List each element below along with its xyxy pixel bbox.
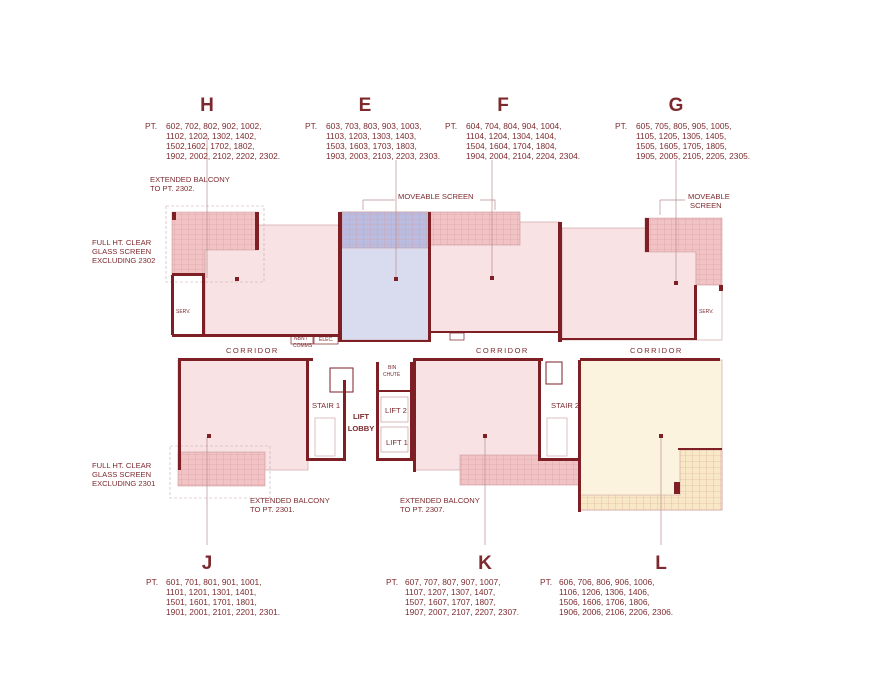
- annotation-text: GLASS SCREEN: [92, 247, 151, 256]
- annotation-text: TO PT. 2307.: [400, 505, 445, 514]
- pt-label: PT.: [615, 121, 627, 131]
- pt-line: 1506, 1606, 1706, 1806,: [559, 597, 650, 607]
- annotation-text: EXTENDED BALCONY: [400, 496, 480, 505]
- pt-line: 1103, 1203, 1303, 1403,: [326, 131, 416, 141]
- stair-2-label: STAIR 2: [551, 401, 579, 410]
- corridor-label: CORRIDOR: [476, 346, 529, 355]
- pt-label: PT.: [540, 577, 552, 587]
- annotation-text: EXCLUDING 2302: [92, 256, 155, 265]
- unit-label-h: H PT. 602, 702, 802, 902, 1002, 1102, 12…: [145, 95, 280, 161]
- elec-label: ELEC.: [319, 337, 333, 343]
- unit-j: [169, 359, 309, 499]
- stair-1-label: STAIR 1: [312, 401, 340, 410]
- pt-line: 606, 706, 806, 906, 1006,: [559, 577, 654, 587]
- pt-line: 1904, 2004, 2104, 2204, 2304.: [466, 151, 580, 161]
- pt-line: 1504, 1604, 1704, 1804,: [466, 141, 557, 151]
- unit-e: [340, 211, 431, 341]
- unit-f: [429, 211, 561, 333]
- unit-letter: G: [669, 95, 684, 116]
- unit-l: [579, 359, 723, 511]
- annotation-text: FULL HT. CLEAR: [92, 461, 152, 470]
- leader-lines: [206, 135, 685, 545]
- pt-line: 1502,1602, 1702, 1802,: [166, 141, 255, 151]
- pt-label: PT.: [386, 577, 398, 587]
- corridor-label: CORRIDOR: [630, 346, 683, 355]
- unit-h: [165, 205, 342, 336]
- pt-line: 1101, 1201, 1301, 1401,: [166, 587, 256, 597]
- annotation-text: MOVEABLE: [688, 192, 730, 201]
- pt-line: 602, 702, 802, 902, 1002,: [166, 121, 261, 131]
- bin-chute-label: BIN: [388, 365, 397, 371]
- annotation-text: TO PT. 2302.: [150, 184, 195, 193]
- unit-label-e: E PT. 603, 703, 803, 903, 1003, 1103, 12…: [305, 95, 440, 161]
- nbn-label: COMMS: [293, 343, 313, 349]
- pt-line: 1903, 2003, 2103, 2203, 2303.: [326, 151, 440, 161]
- unit-letter: E: [359, 95, 372, 116]
- unit-label-k: K PT. 607, 707, 807, 907, 1007, 1107, 12…: [386, 553, 519, 617]
- unit-letter: K: [478, 553, 492, 574]
- pt-line: 1102, 1202, 1302, 1402,: [166, 131, 256, 141]
- bin-chute-label: CHUTE: [383, 372, 401, 378]
- pt-line: 1906, 2006, 2106, 2206, 2306.: [559, 607, 673, 617]
- pt-line: 607, 707, 807, 907, 1007,: [405, 577, 500, 587]
- pt-line: 1901, 2001, 2101, 2201, 2301.: [166, 607, 280, 617]
- pt-line: 1907, 2007, 2107, 2207, 2307.: [405, 607, 519, 617]
- pt-line: 1105, 1205, 1305, 1405,: [636, 131, 726, 141]
- pt-label: PT.: [145, 121, 157, 131]
- unit-letter: F: [497, 95, 509, 116]
- pt-line: 1905, 2005, 2105, 2205, 2305.: [636, 151, 750, 161]
- annotation-text: TO PT. 2301.: [250, 505, 295, 514]
- unit-label-f: F PT. 604, 704, 804, 904, 1004, 1104, 12…: [445, 95, 580, 161]
- pt-label: PT.: [146, 577, 158, 587]
- annotation-text: SCREEN: [690, 201, 722, 210]
- pt-line: 605, 705, 805, 905, 1005,: [636, 121, 731, 131]
- annotation-text: EXCLUDING 2301: [92, 479, 155, 488]
- annotation-text: FULL HT. CLEAR: [92, 238, 152, 247]
- unit-letter: J: [202, 553, 213, 574]
- room-labels: SERV. SERV. CORRIDOR CORRIDOR CORRIDOR N…: [176, 309, 713, 447]
- annotation-text: MOVEABLE SCREEN: [398, 192, 474, 201]
- pt-label: PT.: [445, 121, 457, 131]
- pt-line: 603, 703, 803, 903, 1003,: [326, 121, 421, 131]
- unit-label-j: J PT. 601, 701, 801, 901, 1001, 1101, 12…: [146, 553, 280, 617]
- unit-k: [414, 359, 581, 486]
- lift-2-label: LIFT 2: [385, 406, 407, 415]
- unit-markers: [207, 276, 678, 438]
- lift-lobby-label: LOBBY: [348, 424, 375, 433]
- nbn-label: NBN /: [294, 336, 308, 342]
- pt-line: 1107, 1207, 1307, 1407,: [405, 587, 495, 597]
- unit-g: [561, 217, 723, 341]
- corridor-label: CORRIDOR: [226, 346, 279, 355]
- lift-lobby-label: LIFT: [353, 412, 369, 421]
- pt-line: 1507, 1607, 1707, 1807,: [405, 597, 496, 607]
- pt-line: 1902, 2002, 2102, 2202, 2302.: [166, 151, 280, 161]
- annotation-text: GLASS SCREEN: [92, 470, 151, 479]
- pt-line: 1505, 1605, 1705, 1805,: [636, 141, 727, 151]
- pt-label: PT.: [305, 121, 317, 131]
- pt-line: 1503, 1603, 1703, 1803,: [326, 141, 417, 151]
- core: [290, 332, 580, 460]
- lift-1-label: LIFT 1: [386, 438, 408, 447]
- walls: [171, 212, 723, 512]
- pt-line: 601, 701, 801, 901, 1001,: [166, 577, 261, 587]
- serv-label: SERV.: [176, 309, 190, 315]
- annotations: EXTENDED BALCONY TO PT. 2302. FULL HT. C…: [92, 175, 730, 514]
- annotation-text: EXTENDED BALCONY: [150, 175, 230, 184]
- unit-label-l: L PT. 606, 706, 806, 906, 1006, 1106, 12…: [540, 553, 673, 617]
- unit-label-g: G PT. 605, 705, 805, 905, 1005, 1105, 12…: [615, 95, 750, 161]
- pt-line: 1501, 1601, 1701, 1801,: [166, 597, 257, 607]
- pt-line: 604, 704, 804, 904, 1004,: [466, 121, 561, 131]
- unit-letter: H: [200, 95, 214, 116]
- unit-letter: L: [655, 553, 667, 574]
- annotation-text: EXTENDED BALCONY: [250, 496, 330, 505]
- pt-line: 1104, 1204, 1304, 1404,: [466, 131, 556, 141]
- serv-label: SERV.: [699, 309, 713, 315]
- pt-line: 1106, 1206, 1306, 1406,: [559, 587, 649, 597]
